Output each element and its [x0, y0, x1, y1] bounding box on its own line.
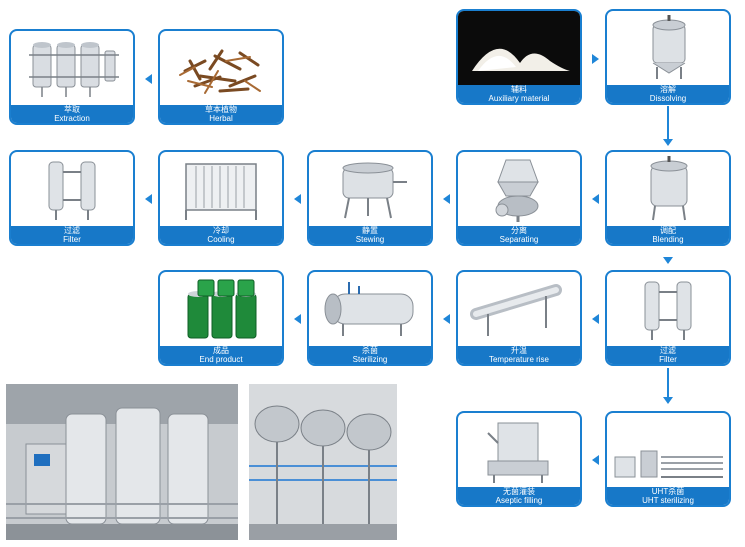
sterilizing-label-en: Sterilizing	[352, 355, 388, 364]
arrow-blending-to-separating	[592, 194, 599, 204]
arrow-herbal-to-extraction	[145, 74, 152, 84]
herbal-caption: 草本植物 Herbal	[160, 105, 282, 123]
sterilizing-caption: 杀菌 Sterilizing	[309, 346, 431, 364]
temperature-rise-label-en: Temperature rise	[488, 355, 550, 364]
dissolving-caption: 溶解 Dissolving	[607, 85, 729, 103]
stewing-tank-image	[342, 162, 407, 219]
arrow-uht-to-aseptic	[592, 455, 599, 465]
arrow-filter-2-to-uht	[663, 397, 673, 404]
filter-image	[48, 161, 96, 220]
extraction-label-zh: 萃取	[64, 105, 80, 114]
step-aseptic-filling: 无菌灌装 Aseptic filling	[456, 411, 582, 507]
arrow-temperature-to-sterilizing	[443, 314, 450, 324]
filter-2-label-zh: 过滤	[660, 346, 676, 355]
arrow-filter-2-to-temperature	[592, 314, 599, 324]
auxiliary-label-zh: 辅料	[511, 85, 527, 94]
end-product-label-zh: 成品	[213, 346, 229, 355]
auxiliary-label-en: Auxiliary material	[488, 94, 550, 103]
arrow-sterilizing-to-end-product	[294, 314, 301, 324]
filter-2-label-en: Filter	[659, 355, 677, 364]
connector-dissolving-blending	[667, 106, 669, 140]
temperature-rise-tube-image	[470, 284, 562, 336]
step-end-product: 成品 End product	[158, 270, 284, 366]
arrow-auxiliary-to-dissolving	[592, 54, 599, 64]
cooling-plate-exchanger-image	[185, 163, 257, 220]
step-auxiliary: 辅料 Auxiliary material	[456, 9, 582, 105]
blending-tank-image	[650, 156, 688, 221]
step-stewing: 静置 Stewing	[307, 150, 433, 246]
connector-filter-uht	[667, 368, 669, 398]
stewing-label-en: Stewing	[355, 235, 385, 244]
sterilizing-label-zh: 杀菌	[362, 346, 378, 355]
stewing-label-zh: 静置	[362, 226, 378, 235]
uht-sterilizing-label-zh: UHT杀菌	[651, 487, 685, 496]
step-separating: 分离 Separating	[456, 150, 582, 246]
separating-label-zh: 分离	[511, 226, 527, 235]
auxiliary-powder-image	[458, 11, 580, 85]
end-product-label-en: End product	[199, 355, 243, 364]
stewing-caption: 静置 Stewing	[309, 226, 431, 244]
end-product-caption: 成品 End product	[160, 346, 282, 364]
herbal-image	[179, 49, 261, 94]
filter-2-image	[644, 281, 692, 340]
factory-photo-1	[6, 384, 238, 540]
end-product-cans-image	[187, 279, 257, 339]
filter-1-caption: 过滤 Filter	[11, 226, 133, 244]
cooling-label-zh: 冷却	[213, 226, 229, 235]
arrow-cooling-to-filter	[145, 194, 152, 204]
factory-photo-2	[249, 384, 397, 540]
arrow-stewing-to-cooling	[294, 194, 301, 204]
separating-caption: 分离 Separating	[458, 226, 580, 244]
extraction-tanks-image	[29, 42, 119, 97]
step-dissolving: 溶解 Dissolving	[605, 9, 731, 105]
blending-label-zh: 调配	[660, 226, 676, 235]
step-sterilizing: 杀菌 Sterilizing	[307, 270, 433, 366]
step-filter-1: 过滤 Filter	[9, 150, 135, 246]
dissolving-label-en: Dissolving	[649, 94, 687, 103]
filter-2-caption: 过滤 Filter	[607, 346, 729, 364]
temperature-rise-caption: 升温 Temperature rise	[458, 346, 580, 364]
step-blending: 调配 Blending	[605, 150, 731, 246]
aseptic-filling-machine-image	[487, 422, 549, 483]
filter-1-label-zh: 过滤	[64, 226, 80, 235]
step-cooling: 冷却 Cooling	[158, 150, 284, 246]
arrow-separating-to-stewing	[443, 194, 450, 204]
sterilizing-retort-image	[324, 282, 414, 336]
blending-caption: 调配 Blending	[607, 226, 729, 244]
step-herbal: 草本植物 Herbal	[158, 29, 284, 125]
step-extraction: 萃取 Extraction	[9, 29, 135, 125]
aseptic-filling-label-zh: 无菌灌装	[503, 487, 535, 496]
uht-sterilizer-image	[614, 450, 723, 478]
herbal-label-en: Herbal	[209, 114, 233, 123]
separating-label-en: Separating	[499, 235, 539, 244]
cooling-label-en: Cooling	[207, 235, 235, 244]
step-filter-2: 过滤 Filter	[605, 270, 731, 366]
uht-sterilizing-label-en: UHT sterilizing	[642, 496, 694, 505]
extraction-caption: 萃取 Extraction	[11, 105, 133, 123]
arrow-blending-to-filter-2	[663, 257, 673, 264]
herbal-label-zh: 草本植物	[205, 105, 237, 114]
arrow-dissolving-to-blending	[663, 139, 673, 146]
dissolving-label-zh: 溶解	[660, 85, 676, 94]
step-temperature-rise: 升温 Temperature rise	[456, 270, 582, 366]
cooling-caption: 冷却 Cooling	[160, 226, 282, 244]
aseptic-filling-label-en: Aseptic filling	[495, 496, 543, 505]
auxiliary-caption: 辅料 Auxiliary material	[458, 85, 580, 103]
temperature-rise-label-zh: 升温	[511, 346, 527, 355]
separator-centrifuge-image	[495, 159, 539, 222]
filter-1-label-en: Filter	[63, 235, 81, 244]
dissolving-tank-image	[652, 15, 686, 79]
aseptic-filling-caption: 无菌灌装 Aseptic filling	[458, 487, 580, 505]
blending-label-en: Blending	[652, 235, 684, 244]
uht-sterilizing-caption: UHT杀菌 UHT sterilizing	[607, 487, 729, 505]
step-uht-sterilizing: UHT杀菌 UHT sterilizing	[605, 411, 731, 507]
extraction-label-en: Extraction	[54, 114, 90, 123]
